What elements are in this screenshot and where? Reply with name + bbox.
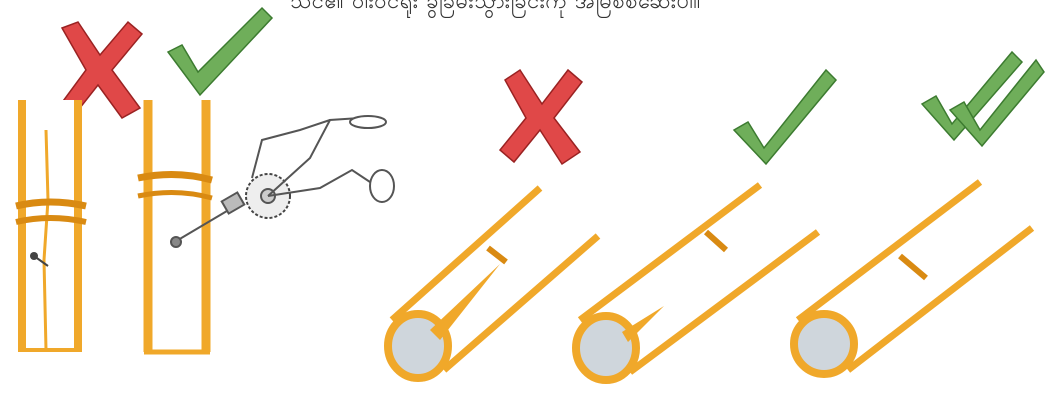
bamboo-tube-split <box>388 188 598 378</box>
check-mark-2 <box>734 70 836 164</box>
bamboo-tube-intact <box>794 182 1032 374</box>
check-mark-1 <box>168 8 272 95</box>
cross-mark-2 <box>500 70 582 164</box>
bamboo-tube-cracked <box>576 185 818 380</box>
diagram-caption: သင်၏ ဝါးဝင်ရိုး ခွဲခြမ်းသွားခြင်းကို အမြ… <box>290 0 990 18</box>
check-mark-3 <box>922 52 1044 146</box>
bamboo-pole-nailed <box>16 100 86 352</box>
